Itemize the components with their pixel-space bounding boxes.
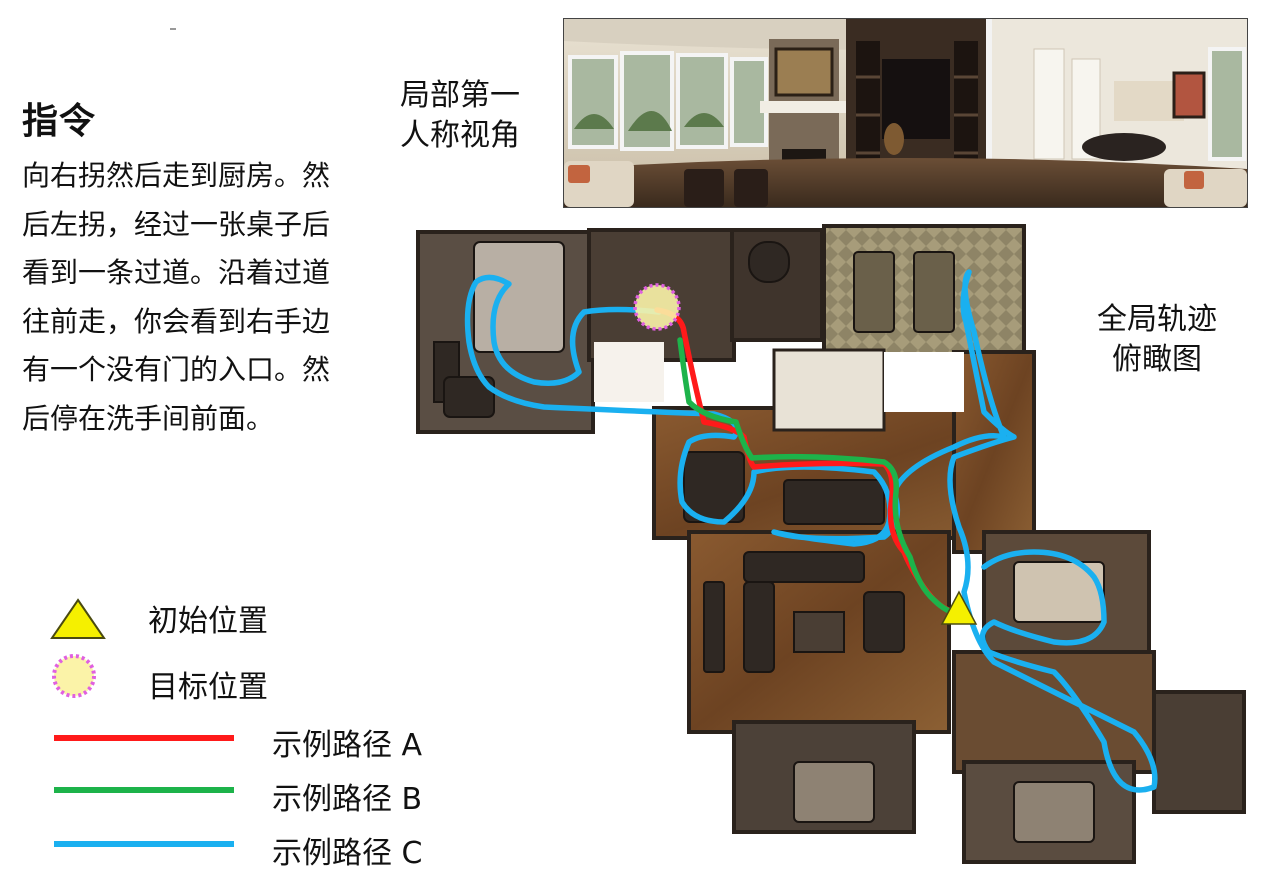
map-label: 全局轨迹俯瞰图 bbox=[1082, 300, 1232, 380]
legend-start-label: 初始位置 bbox=[148, 604, 268, 639]
start-marker bbox=[940, 590, 978, 625]
map-label-text: 全局轨迹俯瞰图 bbox=[1097, 302, 1217, 377]
topdown-map bbox=[414, 222, 1256, 870]
stray-mark bbox=[170, 28, 176, 30]
legend-path-b-line bbox=[54, 787, 234, 793]
legend-path-b-label: 示例路径 B bbox=[272, 782, 423, 817]
legend-path-a-line bbox=[54, 735, 234, 741]
legend-path-c-label: 示例路径 C bbox=[272, 836, 423, 871]
legend-path-c-line bbox=[54, 841, 234, 847]
legend-goal-marker bbox=[48, 652, 108, 708]
legend-start-marker bbox=[48, 596, 108, 652]
first-person-panorama bbox=[563, 18, 1248, 208]
instruction-text: 向右拐然后走到厨房。然后左拐，经过一张桌子后看到一条过道。沿着过道往前走，你会看… bbox=[22, 159, 331, 435]
path-b-line bbox=[677, 337, 962, 617]
legend-path-a-label: 示例路径 A bbox=[272, 728, 423, 763]
instruction-title: 指令 bbox=[22, 101, 97, 142]
goal-marker bbox=[633, 283, 681, 331]
path-c-line bbox=[464, 269, 1158, 793]
legend-goal-label: 目标位置 bbox=[148, 670, 268, 705]
panorama-label-text: 局部第一人称视角 bbox=[400, 78, 520, 153]
panorama-label: 局部第一人称视角 bbox=[400, 76, 550, 156]
